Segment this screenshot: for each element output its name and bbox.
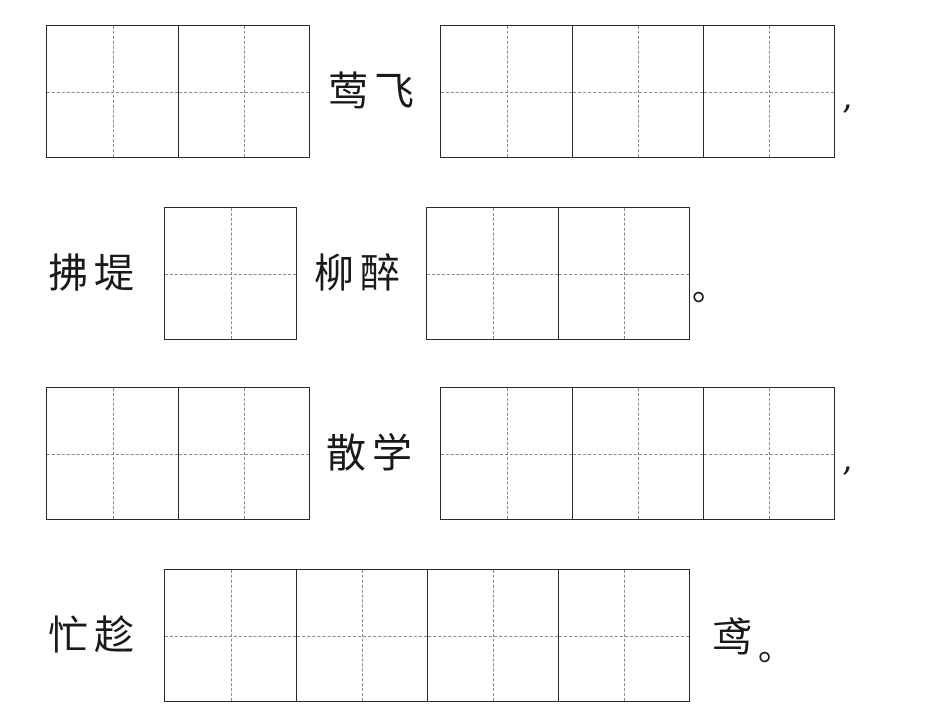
writing-cell[interactable]	[296, 570, 427, 701]
writing-cell[interactable]	[558, 208, 689, 339]
text-line1-middle: 莺飞	[328, 69, 420, 115]
line-2: 拂堤 柳醉 。	[0, 180, 934, 360]
blank-grid-3b[interactable]	[440, 387, 835, 520]
writing-cell[interactable]	[441, 388, 572, 519]
writing-cell[interactable]	[47, 388, 178, 519]
line-4: 忙趁 鸢 。	[0, 540, 934, 713]
writing-cell[interactable]	[703, 26, 834, 157]
text-line4-start: 忙趁	[48, 613, 140, 659]
writing-cell[interactable]	[427, 208, 558, 339]
blank-grid-1a[interactable]	[46, 25, 310, 158]
blank-grid-2b[interactable]	[426, 207, 690, 340]
writing-cell[interactable]	[441, 26, 572, 157]
writing-cell[interactable]	[178, 388, 309, 519]
writing-cell[interactable]	[47, 26, 178, 157]
writing-cell[interactable]	[558, 570, 689, 701]
text-line2-middle: 柳醉	[314, 251, 406, 297]
punct-line3: ,	[842, 439, 853, 479]
punct-line2: 。	[692, 269, 726, 309]
punct-line1: ,	[842, 77, 853, 117]
blank-grid-1b[interactable]	[440, 25, 835, 158]
blank-grid-2a[interactable]	[164, 207, 297, 340]
text-line2-start: 拂堤	[48, 251, 140, 297]
writing-cell[interactable]	[178, 26, 309, 157]
writing-cell[interactable]	[572, 26, 703, 157]
text-line3-middle: 散学	[326, 431, 418, 477]
line-3: 散学 ,	[0, 360, 934, 540]
writing-cell[interactable]	[165, 208, 296, 339]
writing-cell[interactable]	[703, 388, 834, 519]
writing-cell[interactable]	[165, 570, 296, 701]
blank-grid-4a[interactable]	[164, 569, 690, 702]
writing-cell[interactable]	[572, 388, 703, 519]
text-line4-end: 鸢	[712, 615, 758, 661]
punct-line4: 。	[758, 629, 792, 669]
writing-cell[interactable]	[427, 570, 558, 701]
line-1: 莺飞 ,	[0, 0, 934, 180]
blank-grid-3a[interactable]	[46, 387, 310, 520]
